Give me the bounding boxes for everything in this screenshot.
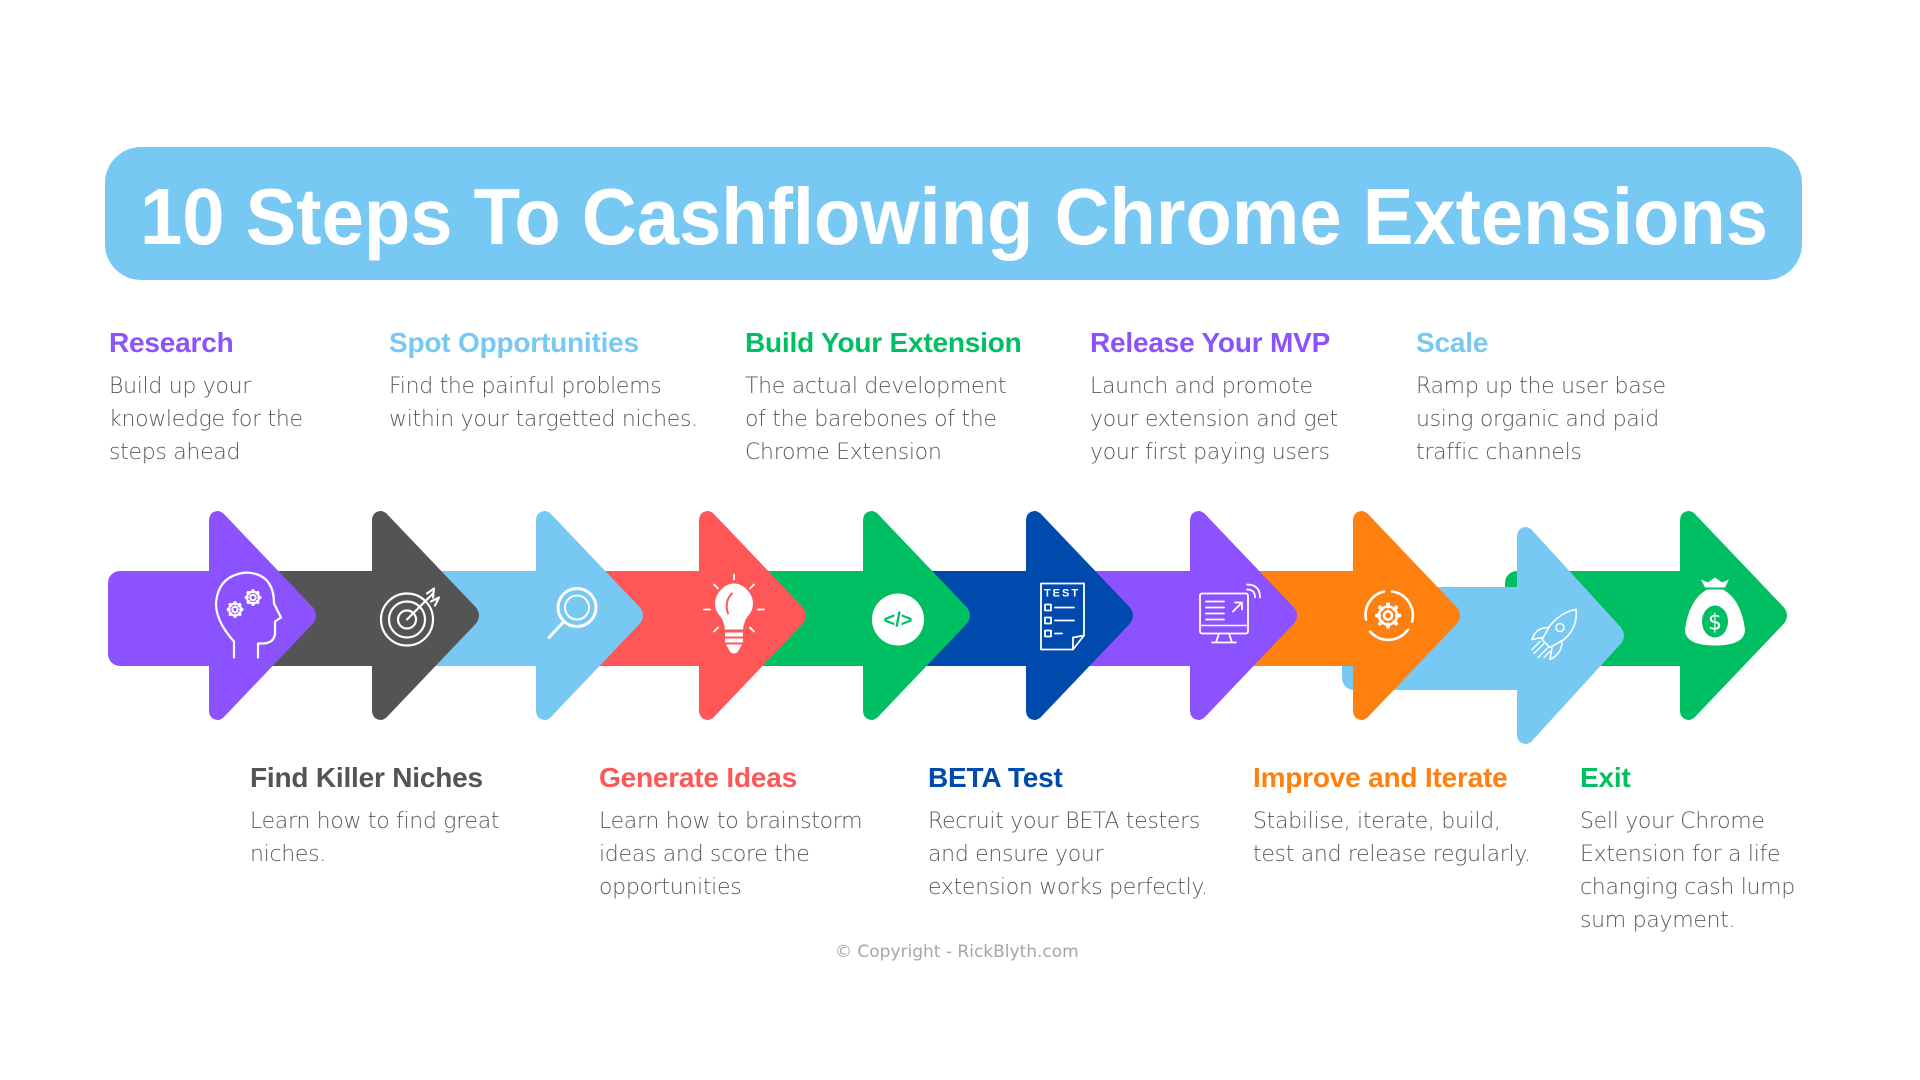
copyright-notice: © Copyright - RickBlyth.com	[835, 942, 1079, 962]
step-description: Learn how to brainstorm ideas and score …	[599, 809, 863, 900]
arrow-head	[1517, 527, 1624, 744]
code-glyph: </>	[884, 610, 913, 632]
target-icon	[379, 587, 441, 647]
title-banner: 10 Steps To Cashflowing Chrome Extension…	[105, 147, 1802, 280]
rocket-icon	[1531, 608, 1578, 661]
step-title: Generate Ideas	[599, 762, 797, 793]
step-description: Find the painful problems within your ta…	[389, 374, 698, 432]
step-title: Release Your MVP	[1090, 327, 1331, 358]
lightbulb-icon	[703, 573, 765, 654]
step-description: Launch and promote your extension and ge…	[1090, 374, 1338, 465]
step-title: Research	[109, 327, 234, 358]
step-title: BETA Test	[928, 762, 1063, 793]
step-description: Ramp up the user base using organic and …	[1416, 374, 1666, 465]
magnifier-icon	[547, 587, 598, 639]
step-title: Exit	[1580, 762, 1631, 793]
step-build-extension: Build Your Extension The actual developm…	[745, 326, 1075, 469]
page-title: 10 Steps To Cashflowing Chrome Extension…	[140, 172, 1768, 261]
step-arrow-1	[108, 511, 316, 720]
step-description: Build up your knowledge for the steps ah…	[109, 374, 303, 465]
step-beta-test: BETA Test Recruit your BETA testers and …	[928, 761, 1258, 904]
step-research: Research Build up your knowledge for the…	[109, 326, 439, 469]
step-description: The actual development of the barebones …	[745, 374, 1007, 465]
step-scale: Scale Ramp up the user base using organi…	[1416, 326, 1746, 469]
step-improve-iterate: Improve and Iterate Stabilise, iterate, …	[1253, 761, 1583, 871]
step-generate-ideas: Generate Ideas Learn how to brainstorm i…	[599, 761, 929, 904]
arrow-head	[1026, 511, 1133, 720]
gear-cycle-icon	[1364, 590, 1415, 642]
step-title: Build Your Extension	[745, 327, 1022, 358]
head-gears-icon	[214, 571, 283, 659]
money-bag-icon: $	[1685, 577, 1745, 646]
arrow-head	[209, 511, 316, 720]
step-description: Stabilise, iterate, build, test and rele…	[1253, 809, 1531, 867]
step-exit: Exit Sell your Chrome Extension for a li…	[1580, 761, 1880, 937]
test-checklist-icon: TEST	[1040, 582, 1085, 651]
arrow-head	[1353, 511, 1460, 720]
step-release-mvp: Release Your MVP Launch and promote your…	[1090, 326, 1420, 469]
step-title: Improve and Iterate	[1253, 762, 1508, 793]
step-description: Learn how to find great niches.	[250, 809, 500, 867]
step-title: Find Killer Niches	[250, 762, 483, 793]
step-title: Spot Opportunities	[389, 327, 639, 358]
monitor-broadcast-icon	[1199, 583, 1261, 644]
step-description: Recruit your BETA testers and ensure you…	[928, 809, 1208, 900]
step-spot-opportunities: Spot Opportunities Find the painful prob…	[389, 326, 749, 436]
code-icon: </>	[872, 593, 924, 646]
step-description: Sell your Chrome Extension for a life ch…	[1580, 809, 1795, 933]
arrow-head	[1190, 511, 1297, 720]
step-title: Scale	[1416, 327, 1489, 358]
arrow-head	[536, 511, 643, 720]
dollar-glyph: $	[1708, 611, 1722, 636]
title-svg: 10 Steps To Cashflowing Chrome Extension…	[140, 172, 1768, 261]
test-label: TEST	[1044, 588, 1080, 600]
arrow-head	[699, 511, 806, 720]
step-find-killer-niches: Find Killer Niches Learn how to find gre…	[250, 761, 580, 871]
arrow-shaft	[108, 571, 229, 666]
